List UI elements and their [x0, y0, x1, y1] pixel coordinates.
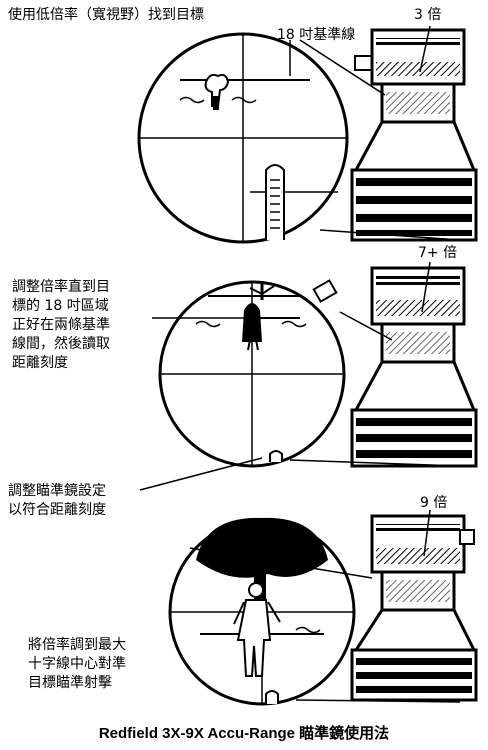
- panel-1: [137, 25, 478, 244]
- setting-pointer-2: [139, 457, 263, 491]
- reticle-view-2: [158, 280, 346, 468]
- instruction-line: 線間，然後讀取: [12, 336, 110, 352]
- view-edge-bottom-2: [289, 459, 461, 467]
- power-pointer-2: [421, 261, 431, 313]
- instruction-line: 目標瞄準射擊: [28, 675, 112, 691]
- power-label-9x: 9 倍: [420, 495, 448, 511]
- baseline-label: 18 吋基準線: [277, 27, 356, 43]
- aim-fire-instruction: 將倍率調到最大 十字線中心對準 目標瞄準射擊: [28, 636, 126, 693]
- panel-2: [139, 261, 478, 491]
- instruction-line: 將倍率調到最大: [28, 637, 126, 653]
- view-edge-bottom-1: [319, 229, 461, 241]
- scope-body-2: [312, 266, 478, 468]
- panel-3: [168, 509, 478, 706]
- power-label-7x: 7+ 倍: [418, 245, 458, 261]
- reticle-view-3: [168, 517, 356, 706]
- scope-setting-instruction: 調整瞄準鏡設定 以符合距離刻度: [8, 482, 106, 520]
- view-edge-top-1: [299, 39, 386, 96]
- power-pointer-3: [423, 509, 431, 557]
- view-edge-bottom-3: [295, 699, 461, 703]
- instruction-line: 距離刻度: [12, 355, 68, 371]
- instruction-line: 標的 18 吋區域: [12, 298, 109, 314]
- instruction-line: 正好在兩條基準: [12, 317, 110, 333]
- power-label-3x: 3 倍: [414, 7, 442, 23]
- view-edge-top-2: [339, 311, 393, 341]
- figure-caption: Redfield 3X-9X Accu-Range 瞄準鏡使用法: [98, 725, 390, 742]
- top-instruction: 使用低倍率（寬視野）找到目標: [8, 7, 204, 23]
- view-edge-top-3: [189, 547, 373, 579]
- instruction-line: 十字線中心對準: [28, 656, 126, 672]
- instruction-line: 調整倍率直到目: [12, 279, 110, 295]
- adjust-power-instruction: 調整倍率直到目 標的 18 吋區域 正好在兩條基準 線間，然後讀取 距離刻度: [12, 278, 110, 373]
- scope-body-3: [350, 514, 478, 702]
- instruction-line: 以符合距離刻度: [8, 502, 106, 518]
- reticle-view-1: [137, 32, 349, 244]
- scope-body-1: [350, 28, 478, 242]
- power-pointer-1: [419, 25, 431, 73]
- instruction-line: 調整瞄準鏡設定: [8, 483, 106, 499]
